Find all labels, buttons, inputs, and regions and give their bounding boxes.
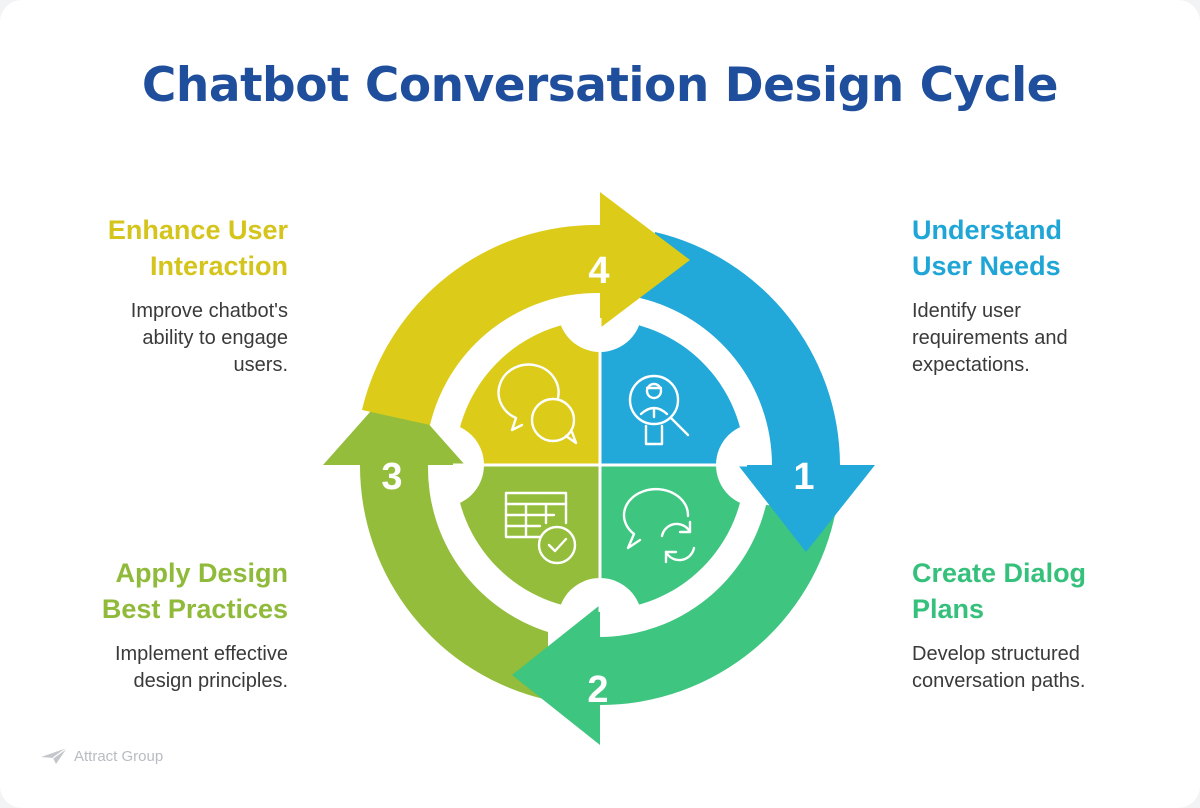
step-4-title-line-1: Enhance User [107,215,288,245]
step-1-desc-line-1: Identify user [912,300,1021,322]
arrow-4 [362,192,690,425]
step-1-number: 1 [793,456,814,498]
arrow-3 [323,385,548,700]
step-3-title: Apply Design Best Practices [30,555,288,627]
page-title: Chatbot Conversation Design Cycle [141,58,1059,113]
step-1-title: Understand User Needs [912,212,1162,284]
chat-bubbles-icon [497,363,578,445]
arrow-2 [512,505,836,745]
step-4-desc-line-3: users. [233,354,288,376]
step-2-title-line-2: Plans [912,594,985,624]
quadrant-1 [600,320,745,465]
brand-logo-text: Attract Group [74,747,164,765]
step-3-desc-line-1: Implement effective [114,643,288,665]
chat-refresh-icon [622,487,696,564]
step-2-title-line-1: Create Dialog [912,558,1087,588]
step-2-title: Create Dialog Plans [912,555,1162,627]
step-3-number: 3 [381,456,402,498]
step-4-desc-line-2: ability to engage [142,327,288,349]
arrow-1 [640,232,875,552]
step-4-number: 4 [588,250,609,292]
step-2-desc-line-2: conversation paths. [912,670,1086,692]
step-3-text: Apply Design Best Practices Implement ef… [30,555,288,695]
step-1-desc-line-2: requirements and [912,327,1068,349]
step-4-title-line-2: Interaction [149,251,288,281]
step-4-title: Enhance User Interaction [40,212,288,284]
step-2-number: 2 [587,669,608,711]
user-search-icon [628,374,690,446]
step-4-desc-line-1: Improve chatbot's [130,300,288,322]
step-2-text: Create Dialog Plans Develop structured c… [912,555,1162,695]
step-4-description: Improve chatbot's ability to engage user… [40,298,288,379]
step-3-title-line-2: Best Practices [101,594,288,624]
step-1-desc-line-3: expectations. [912,354,1030,376]
quadrant-2 [600,465,745,610]
step-3-description: Implement effective design principles. [30,641,288,695]
step-2-desc-line-1: Develop structured [912,643,1080,665]
step-4-text: Enhance User Interaction Improve chatbot… [40,212,288,379]
brand-logo: Attract Group [40,744,163,768]
paper-plane-icon [41,747,68,764]
table-check-icon [504,491,577,565]
step-1-title-line-1: Understand [912,215,1063,245]
step-1-description: Identify user requirements and expectati… [912,298,1162,379]
step-1-title-line-2: User Needs [912,251,1061,281]
step-1-text: Understand User Needs Identify user requ… [912,212,1162,379]
step-3-desc-line-2: design principles. [133,670,288,692]
step-3-title-line-1: Apply Design [115,558,288,588]
quadrant-4 [455,320,600,465]
step-2-description: Develop structured conversation paths. [912,641,1162,695]
